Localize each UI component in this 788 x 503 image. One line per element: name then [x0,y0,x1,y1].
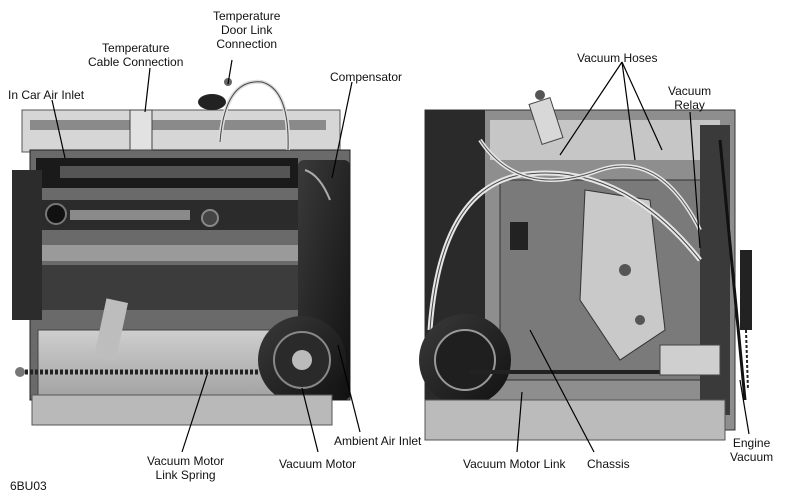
leader-lines [51,59,750,453]
label-vacuum-motor-link: Vacuum Motor Link [463,457,566,471]
label-vacuum-motor: Vacuum Motor [279,457,357,471]
label-temperature-door-link-connection: Temperature Door Link Connection [213,9,281,51]
right-assembly [419,90,752,441]
figure-code: 6BU03 [10,479,47,493]
left-assembly [12,78,351,426]
label-compensator: Compensator [330,70,403,84]
label-vacuum-motor-link-spring: Vacuum Motor Link Spring [147,454,225,482]
label-engine-vacuum: Engine Vacuum [730,436,774,464]
label-ambient-air-inlet: Ambient Air Inlet [334,434,422,448]
label-chassis: Chassis [587,457,630,471]
label-temperature-cable-connection: Temperature Cable Connection [88,41,184,69]
label-in-car-air-inlet: In Car Air Inlet [8,88,85,102]
top-mounting-plate [21,109,341,153]
label-vacuum-hoses: Vacuum Hoses [577,51,658,65]
label-vacuum-relay: Vacuum Relay [668,84,712,112]
